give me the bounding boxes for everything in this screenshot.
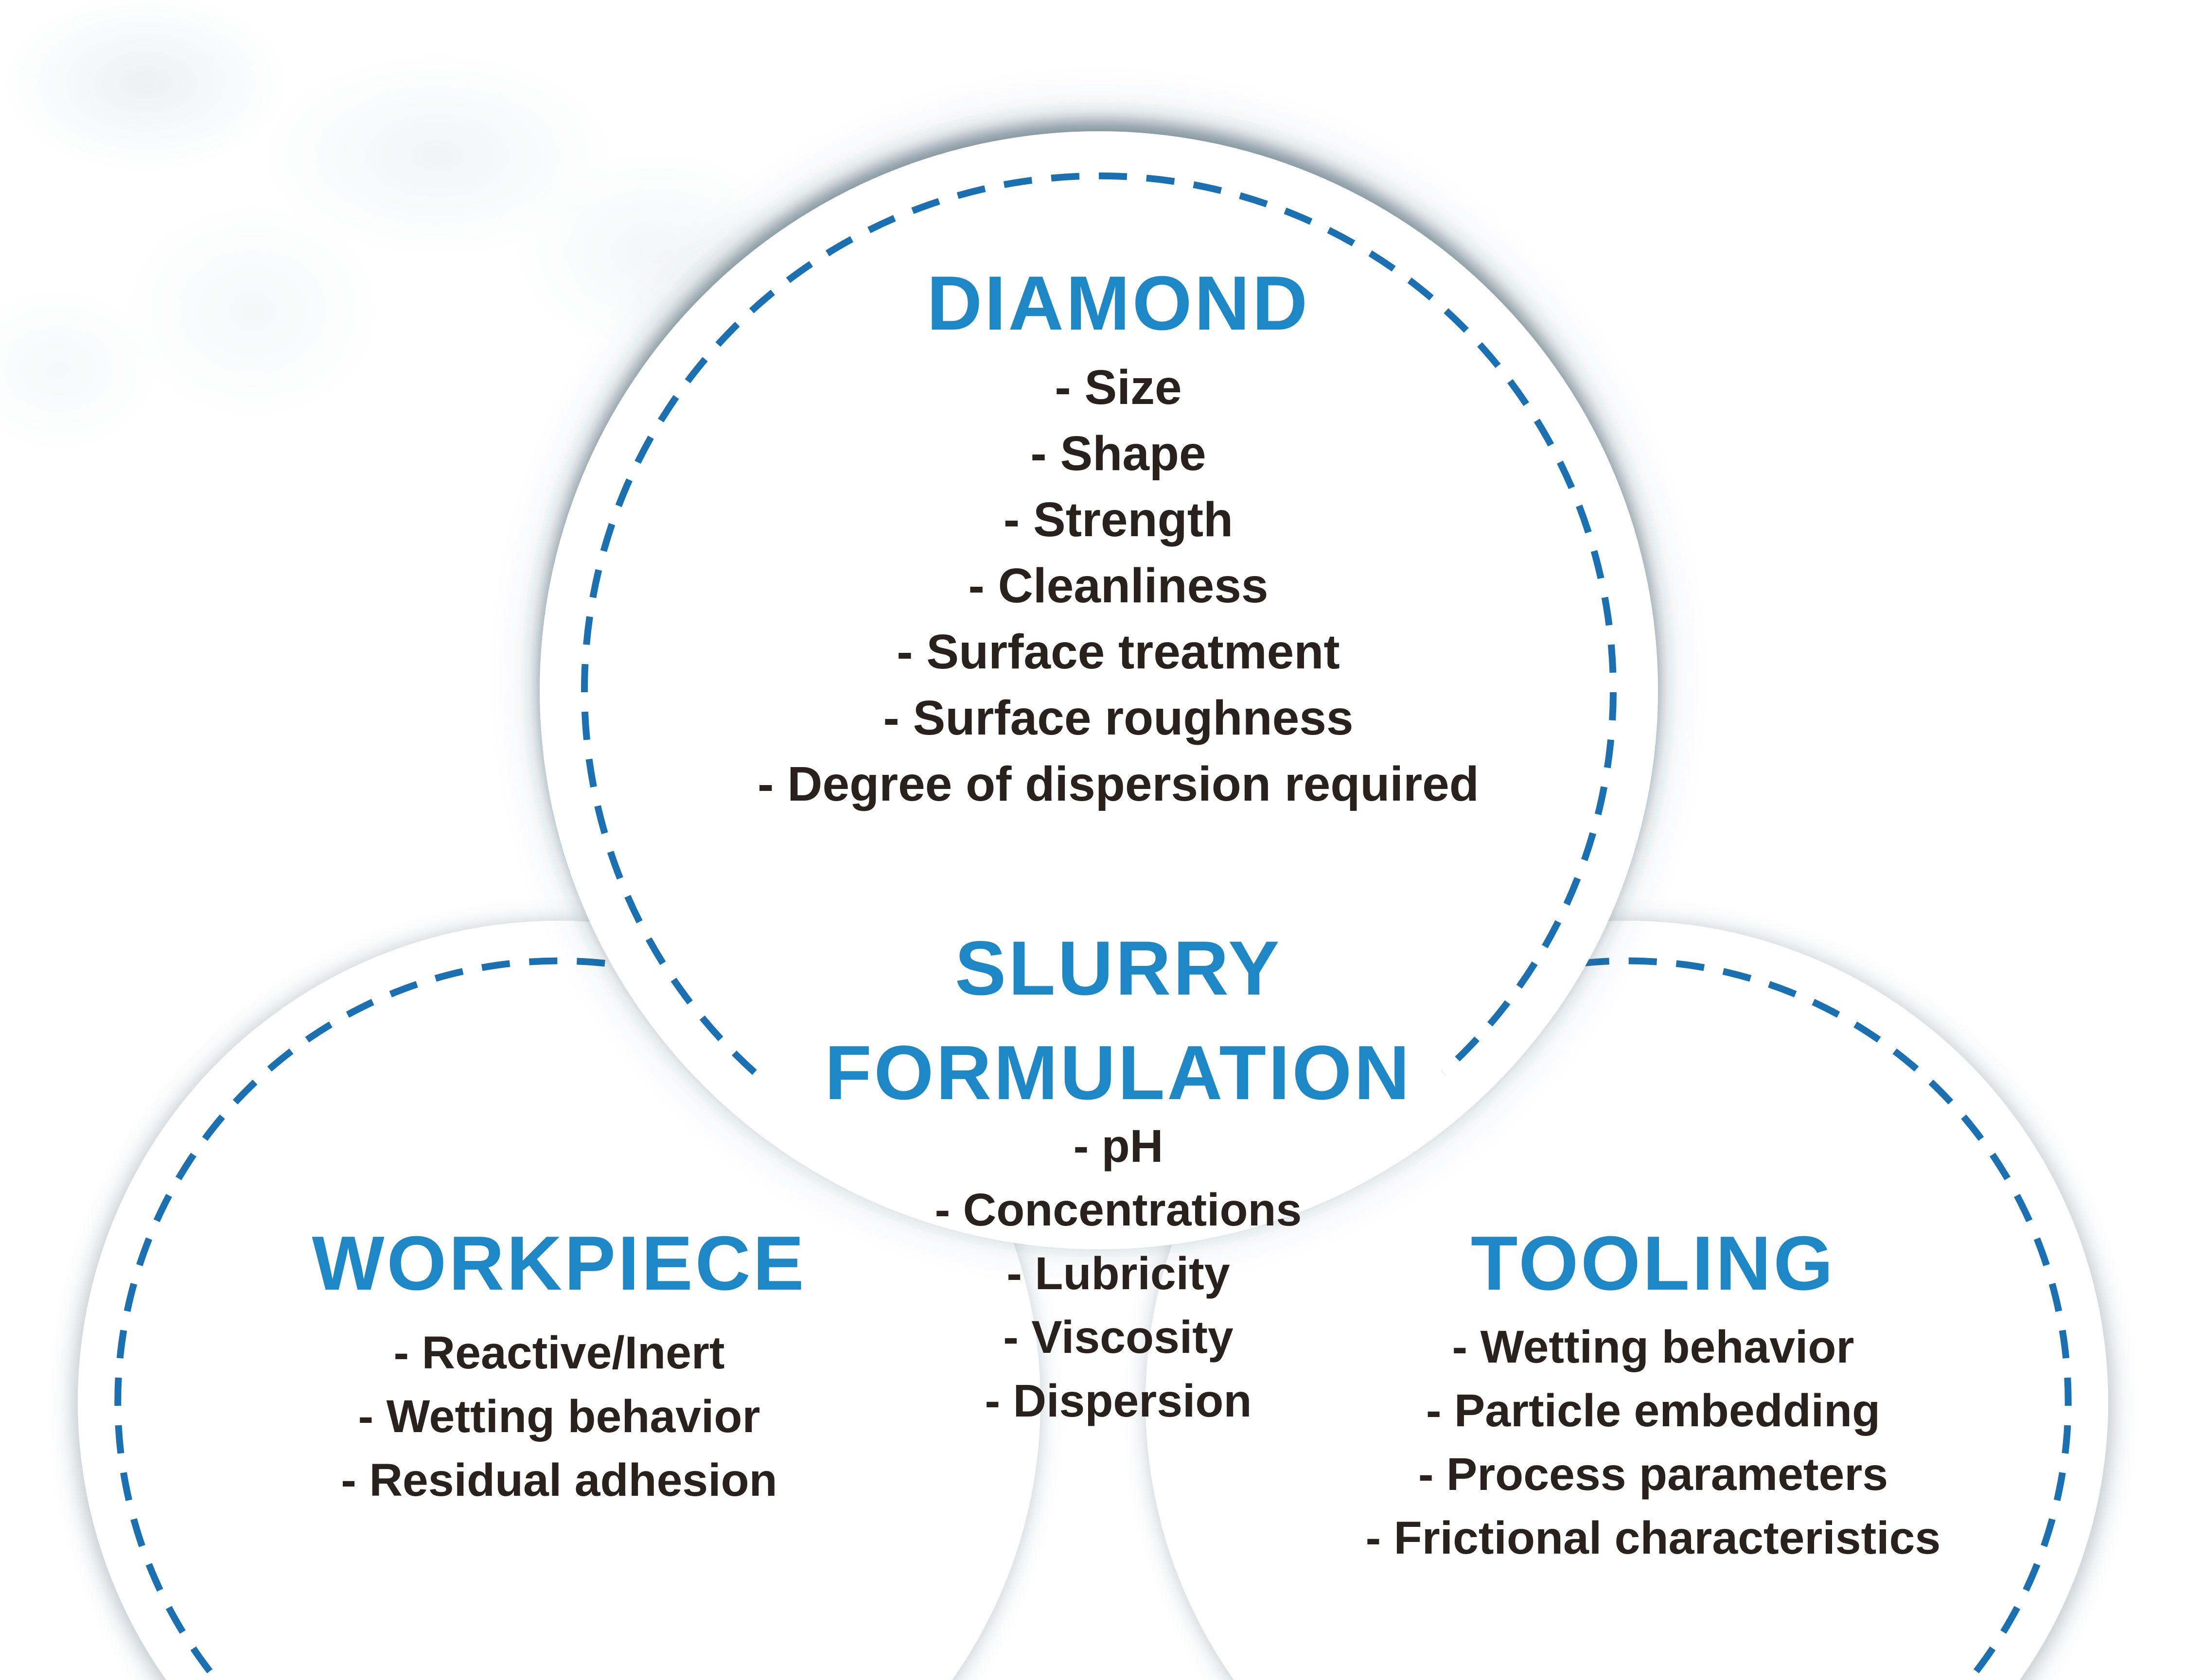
list-item: - Dispersion [985, 1375, 1252, 1427]
list-item: - Cleanliness [968, 559, 1269, 613]
list-item: - Strength [1003, 492, 1234, 547]
list-item: - pH [1073, 1120, 1164, 1172]
slurry-list: - pH - Concentrations - Lubricity - Viscosi… [632, 1115, 1604, 1433]
diamond-list: - Size - Shape - Strength - Cleanliness - Su… [632, 354, 1604, 817]
list-item: - Shape [1030, 426, 1206, 481]
diamond-title: DIAMOND [926, 261, 1310, 346]
list-item: - Wetting behavior [358, 1391, 760, 1443]
slurry-title-line2: FORMULATION [825, 1030, 1412, 1116]
diamond-dashed-ring [581, 172, 1617, 1075]
tooling-title: TOOLING [1470, 1221, 1836, 1306]
workpiece-section: WORKPIECE - Reactive/Inert- Wetting beha… [73, 1225, 1045, 1512]
workpiece-dashed-ring [114, 957, 659, 1680]
tooling-section: TOOLING - Wetting behavior- Particle emb… [1167, 1225, 2139, 1570]
workpiece-title: WORKPIECE [312, 1221, 807, 1306]
list-item: - Degree of dispersion required [758, 757, 1479, 811]
list-item: - Reactive/Inert [393, 1327, 725, 1379]
diamond-section: DIAMOND - Size- Shape- Strength- Cleanli… [632, 265, 1604, 817]
list-item: - Concentrations [934, 1184, 1302, 1236]
list-item: - Viscosity [1003, 1312, 1234, 1364]
diamond-circle [540, 131, 1658, 1249]
list-item: - Surface treatment [897, 625, 1340, 679]
slurry-title-line1: SLURRY [954, 926, 1282, 1011]
list-item: - Particle embedding [1426, 1385, 1881, 1437]
list-item: - Frictional characteristics [1365, 1512, 1941, 1564]
tooling-dashed-ring [1527, 957, 2072, 1680]
workpiece-list: - Reactive/Inert - Wetting behavior - Resi… [73, 1321, 1045, 1512]
list-item: - Surface roughness [883, 691, 1354, 745]
slurry-section: SLURRY FORMULATION - pH- Concentrations-… [632, 916, 1604, 1433]
list-item: - Lubricity [1006, 1247, 1230, 1299]
slurry-title: SLURRY FORMULATION [632, 916, 1604, 1125]
list-item: - Wetting behavior [1452, 1321, 1854, 1373]
list-item: - Residual adhesion [341, 1454, 777, 1506]
tooling-list: - Wetting behavior - Particle embedding - … [1167, 1315, 2139, 1570]
list-item: - Size [1055, 360, 1182, 415]
list-item: - Process parameters [1418, 1449, 1888, 1501]
